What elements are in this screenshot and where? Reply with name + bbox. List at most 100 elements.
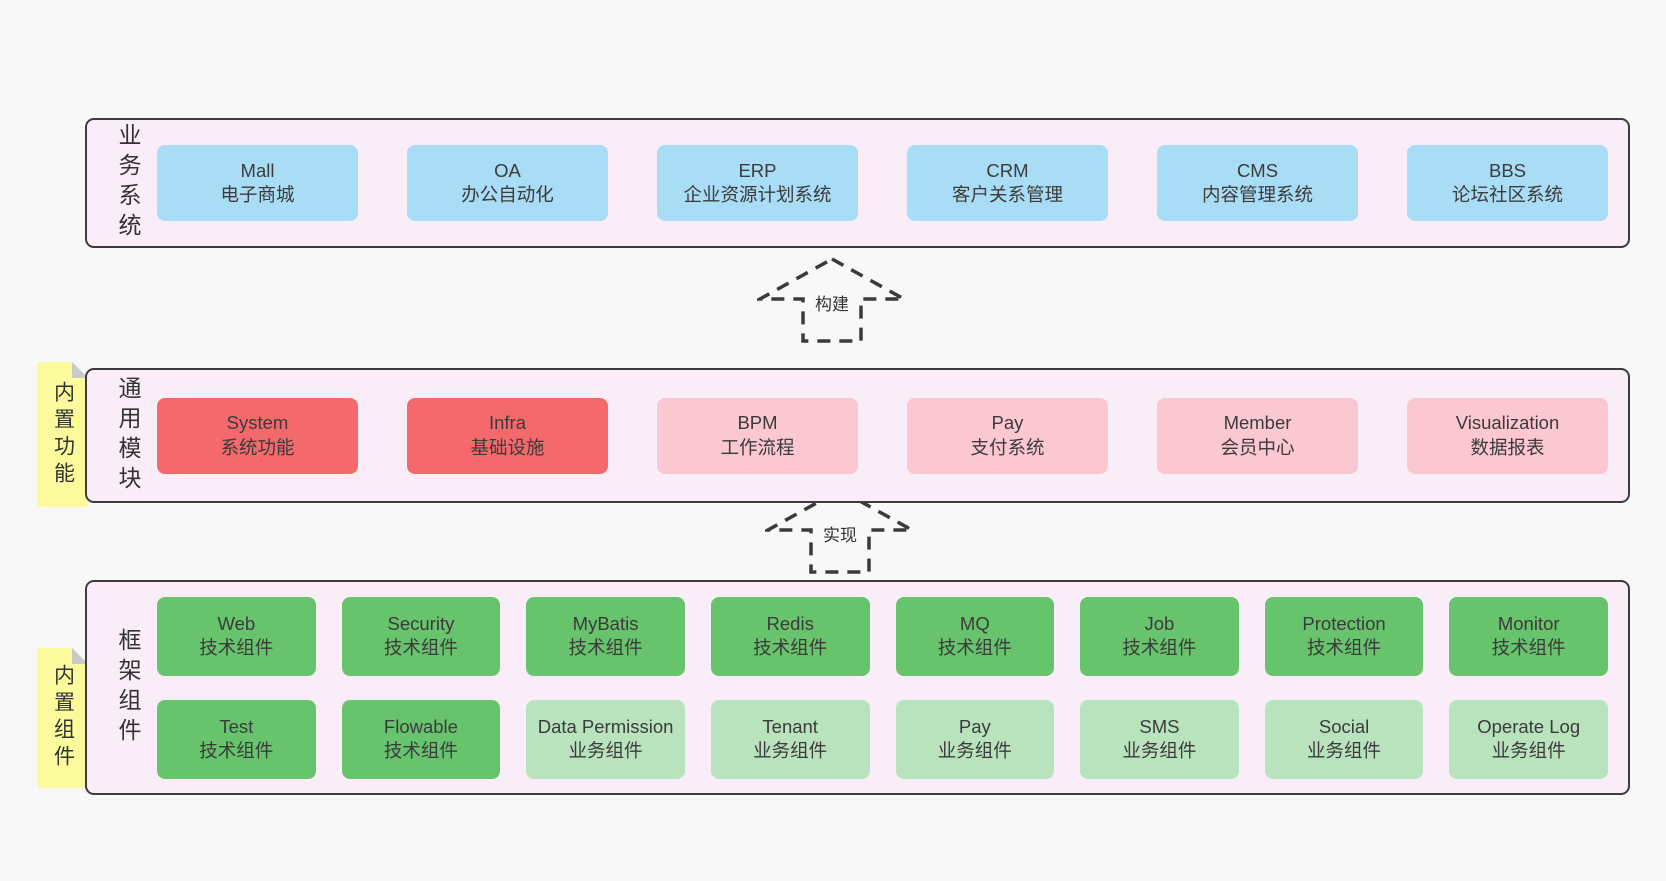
- box-subtitle: 技术组件: [1491, 637, 1566, 658]
- box-title: Web: [217, 612, 256, 634]
- box-subtitle: 业务组件: [1307, 740, 1382, 761]
- box-subtitle: 业务组件: [568, 740, 643, 761]
- box-title: Flowable: [383, 715, 458, 737]
- arrow-implement-label: 实现: [820, 520, 860, 547]
- box-subtitle: 技术组件: [383, 637, 458, 658]
- box-subtitle: 支付系统: [970, 436, 1045, 458]
- box-subtitle: 办公自动化: [461, 184, 554, 205]
- box-social: Social 业务组件: [1264, 699, 1424, 779]
- box-subtitle: 业务组件: [937, 740, 1012, 761]
- box-data-permission: Data Permission 业务组件: [526, 699, 685, 779]
- framework-components-boxes: Web 技术组件 Security 技术组件 MyBatis 技术组件 Redi…: [157, 596, 1608, 779]
- box-title: Pay: [991, 412, 1024, 434]
- section-business-systems: 业务系统 Mall 电子商城 OA 办公自动化 ERP 企业资源计划系统 CRM…: [85, 118, 1630, 248]
- box-mybatis: MyBatis 技术组件: [526, 596, 685, 676]
- framework-components-label: 框架组件: [115, 627, 141, 748]
- box-title: Member: [1223, 412, 1292, 434]
- note-built-in-components: 内置组件: [37, 648, 88, 788]
- section-common-modules: 通用模块 System 系统功能 Infra 基础设施 BPM 工作流程 Pay…: [85, 368, 1630, 503]
- box-mq: MQ 技术组件: [895, 596, 1055, 676]
- box-title: Test: [219, 715, 254, 737]
- box-protection: Protection 技术组件: [1264, 596, 1424, 676]
- box-subtitle: 系统功能: [220, 436, 295, 458]
- box-security: Security 技术组件: [341, 596, 501, 676]
- box-visualization: Visualization 数据报表: [1407, 397, 1608, 474]
- box-subtitle: 技术组件: [383, 740, 458, 761]
- box-title: Infra: [488, 412, 527, 434]
- box-title: Visualization: [1455, 412, 1560, 434]
- box-subtitle: 业务组件: [753, 740, 828, 761]
- box-title: BPM: [737, 412, 778, 434]
- box-title: Protection: [1302, 612, 1386, 634]
- business-systems-boxes: Mall 电子商城 OA 办公自动化 ERP 企业资源计划系统 CRM 客户关系…: [157, 145, 1608, 221]
- box-mall: Mall 电子商城: [157, 145, 358, 221]
- arrow-build: 构建: [757, 256, 907, 344]
- box-subtitle: 技术组件: [568, 637, 643, 658]
- box-cms: CMS 内容管理系统: [1157, 145, 1358, 221]
- common-modules-label: 通用模块: [115, 375, 141, 496]
- box-title: ERP: [738, 159, 777, 181]
- box-title: Data Permission: [537, 715, 674, 737]
- box-title: BBS: [1488, 159, 1527, 181]
- box-pay: Pay 支付系统: [907, 397, 1108, 474]
- box-title: Social: [1318, 715, 1370, 737]
- note-fold-corner: [72, 362, 88, 378]
- note-text: 内置功能: [51, 380, 75, 489]
- business-systems-label: 业务系统: [115, 123, 141, 243]
- box-title: Redis: [766, 612, 814, 634]
- note-built-in-features: 内置功能: [37, 362, 88, 507]
- box-subtitle: 技术组件: [753, 637, 828, 658]
- box-bbs: BBS 论坛社区系统: [1407, 145, 1608, 221]
- box-subtitle: 论坛社区系统: [1451, 184, 1563, 205]
- box-subtitle: 技术组件: [199, 740, 274, 761]
- box-subtitle: 电子商城: [220, 184, 295, 205]
- box-crm: CRM 客户关系管理: [907, 145, 1108, 221]
- box-subtitle: 工作流程: [720, 436, 795, 458]
- box-pay-biz: Pay 业务组件: [895, 699, 1055, 779]
- box-title: MQ: [959, 612, 990, 634]
- box-redis: Redis 技术组件: [710, 596, 870, 676]
- box-title: Mall: [240, 159, 275, 181]
- section-framework-components: 框架组件 Web 技术组件 Security 技术组件 MyBatis 技术组件…: [85, 580, 1630, 795]
- box-title: Pay: [958, 715, 991, 737]
- box-subtitle: 客户关系管理: [951, 184, 1063, 205]
- box-subtitle: 企业资源计划系统: [683, 184, 832, 205]
- box-title: OA: [494, 159, 521, 181]
- box-sms: SMS 业务组件: [1080, 699, 1239, 779]
- box-title: SMS: [1139, 715, 1180, 737]
- arrow-build-label: 构建: [812, 289, 852, 316]
- box-subtitle: 技术组件: [937, 637, 1012, 658]
- box-subtitle: 业务组件: [1122, 740, 1197, 761]
- box-bpm: BPM 工作流程: [657, 397, 858, 474]
- box-title: Job: [1144, 612, 1175, 634]
- box-oa: OA 办公自动化: [407, 145, 608, 221]
- box-subtitle: 内容管理系统: [1201, 184, 1313, 205]
- box-subtitle: 基础设施: [470, 436, 545, 458]
- box-subtitle: 数据报表: [1470, 436, 1545, 458]
- note-fold-corner: [72, 648, 88, 664]
- box-subtitle: 技术组件: [199, 637, 274, 658]
- box-title: CMS: [1236, 159, 1279, 181]
- box-tenant: Tenant 业务组件: [710, 699, 870, 779]
- box-infra: Infra 基础设施: [407, 397, 608, 474]
- box-title: Tenant: [762, 715, 818, 737]
- box-title: System: [226, 412, 289, 434]
- box-title: MyBatis: [572, 612, 639, 634]
- note-text: 内置组件: [51, 664, 75, 772]
- box-test: Test 技术组件: [157, 699, 316, 779]
- box-job: Job 技术组件: [1080, 596, 1239, 676]
- box-member: Member 会员中心: [1157, 397, 1358, 474]
- common-modules-boxes: System 系统功能 Infra 基础设施 BPM 工作流程 Pay 支付系统…: [157, 397, 1608, 474]
- box-title: Monitor: [1497, 612, 1560, 634]
- box-monitor: Monitor 技术组件: [1449, 596, 1608, 676]
- box-subtitle: 会员中心: [1220, 436, 1295, 458]
- box-subtitle: 业务组件: [1491, 740, 1566, 761]
- up-arrow-icon: [757, 256, 907, 343]
- box-erp: ERP 企业资源计划系统: [657, 145, 858, 221]
- box-title: CRM: [986, 159, 1029, 181]
- box-subtitle: 技术组件: [1307, 637, 1382, 658]
- arrow-implement: 实现: [765, 487, 915, 575]
- box-flowable: Flowable 技术组件: [341, 699, 501, 779]
- box-title: Security: [387, 612, 455, 634]
